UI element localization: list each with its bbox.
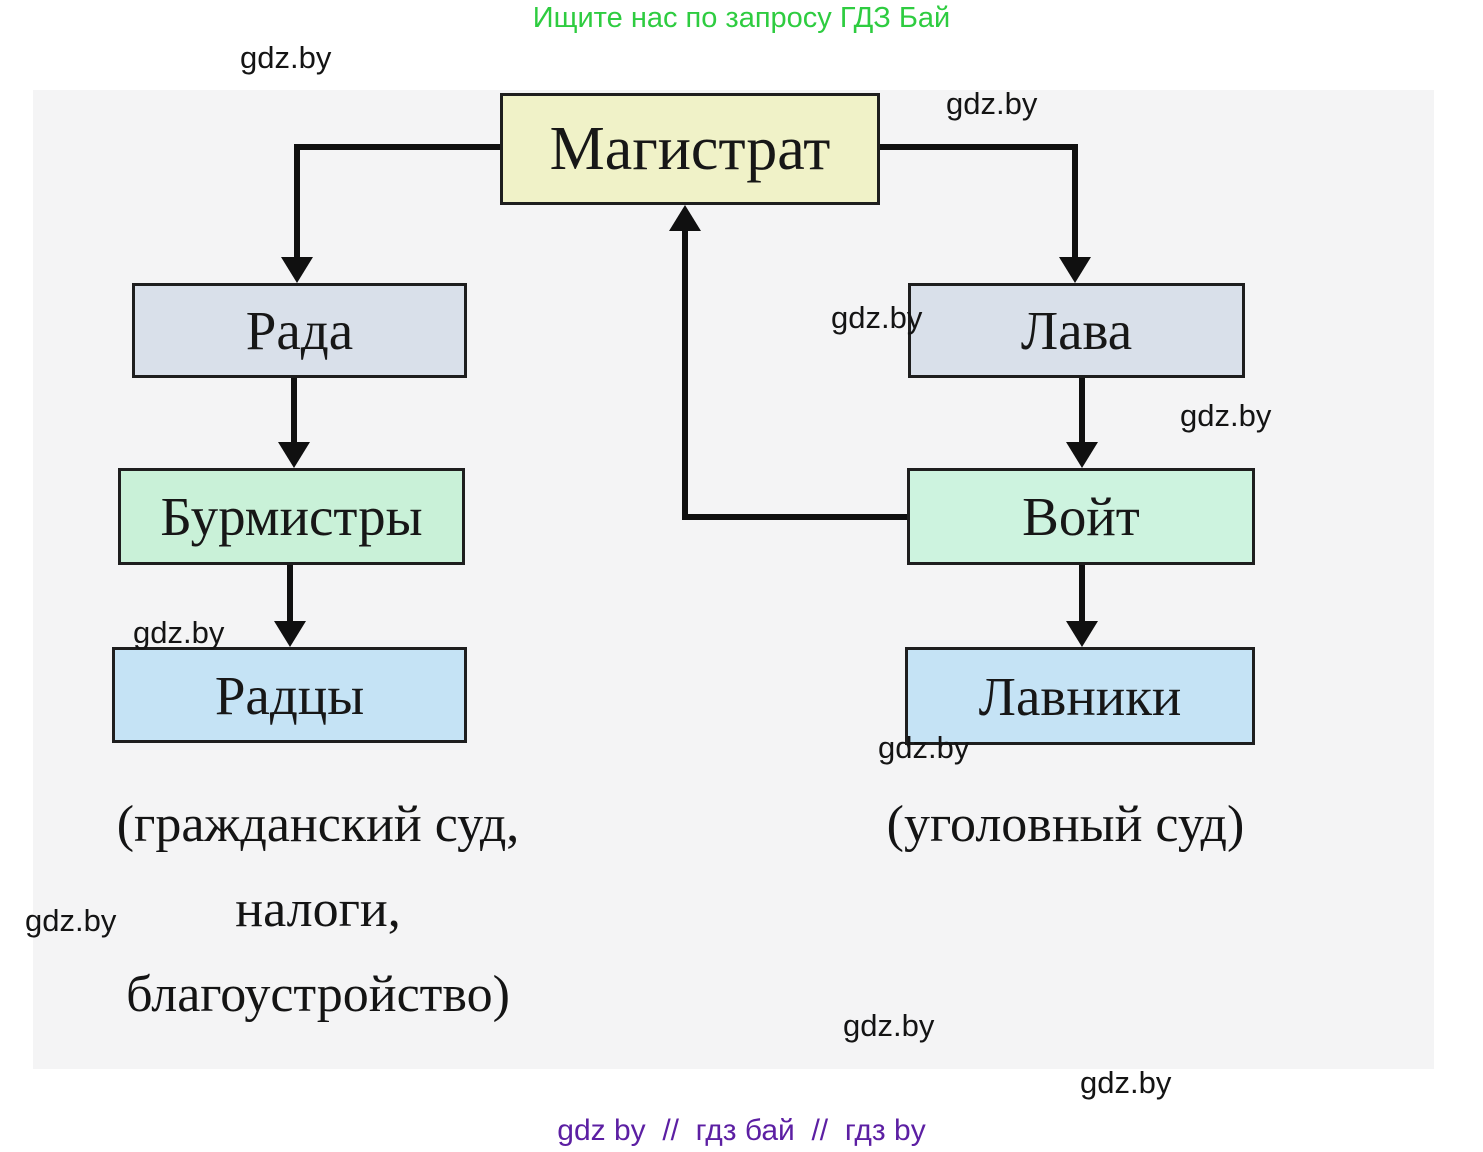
watermark-mid-center: gdz.by (831, 300, 923, 335)
watermark-top-right: gdz.by (946, 86, 1038, 121)
watermark-left-radtsy: gdz.by (133, 615, 225, 650)
arrowhead-down-rada-icon (281, 257, 313, 283)
connector-voit-magistrat-vertical (682, 231, 688, 520)
connector-magistrat-lava-vertical (1072, 144, 1078, 257)
caption-left: (гражданский суд, налоги, благоустройств… (38, 782, 598, 1037)
watermark-top-left: gdz.by (240, 40, 332, 75)
arrowhead-up-magistrat-icon (669, 205, 701, 231)
node-lavniki: Лавники (905, 647, 1255, 745)
connector-magistrat-lava-horizontal (880, 144, 1078, 150)
node-magistrat: Магистрат (500, 93, 880, 205)
caption-left-line2: налоги, (235, 881, 401, 938)
node-voit: Войт (907, 468, 1255, 565)
caption-left-line3: благоустройство) (126, 966, 510, 1023)
arrowhead-down-radtsy-icon (274, 621, 306, 647)
node-lava: Лава (908, 283, 1245, 378)
node-rada: Рада (132, 283, 467, 378)
caption-right: (уголовный суд) (886, 796, 1245, 853)
node-burmistry: Бурмистры (118, 468, 465, 565)
watermark-bottom-right: gdz.by (1080, 1065, 1172, 1100)
diagram-panel (33, 90, 1434, 1069)
caption-left-line1: (гражданский суд, (116, 796, 520, 853)
node-radtsy: Радцы (112, 647, 467, 743)
connector-lava-voit (1079, 378, 1085, 442)
arrowhead-down-lavniki-icon (1066, 621, 1098, 647)
banner-text: Ищите нас по запросу ГДЗ Бай (532, 2, 951, 34)
connector-burmistry-radtsy (287, 565, 293, 621)
connector-voit-magistrat-horizontal (682, 514, 907, 520)
footer-text: gdz by // гдз бай // гдз by (557, 1114, 926, 1147)
arrowhead-down-lava-icon (1059, 257, 1091, 283)
watermark-below-lavniki: gdz.by (878, 730, 970, 765)
arrowhead-down-voit-icon (1066, 442, 1098, 468)
watermark-bottom-center: gdz.by (843, 1008, 935, 1043)
connector-magistrat-rada-horizontal (294, 144, 503, 150)
connector-voit-lavniki (1079, 565, 1085, 621)
connector-magistrat-rada-vertical (294, 144, 300, 257)
connector-rada-burmistry (291, 378, 297, 442)
watermark-bottom-left: gdz.by (25, 903, 117, 938)
arrowhead-down-burmistry-icon (278, 442, 310, 468)
watermark-mid-right: gdz.by (1180, 398, 1272, 433)
